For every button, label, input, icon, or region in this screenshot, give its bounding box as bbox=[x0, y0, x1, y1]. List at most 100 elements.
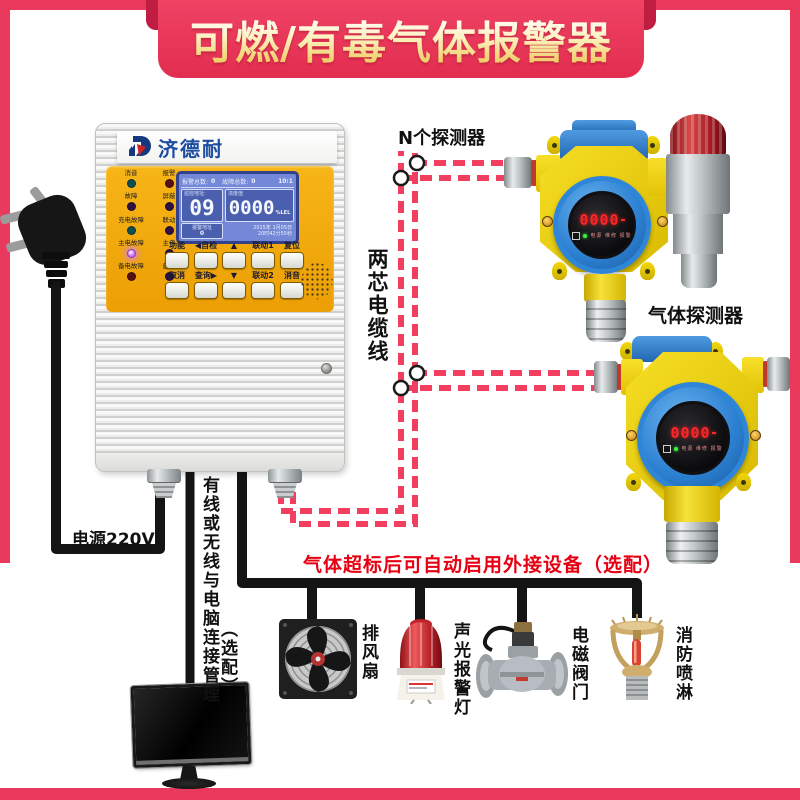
bezel-screw bbox=[626, 430, 637, 441]
reading-dash bbox=[620, 218, 625, 221]
bezel-screw bbox=[657, 216, 668, 227]
button-up: ▲ bbox=[214, 241, 254, 269]
led-fault: 故障 bbox=[112, 192, 150, 211]
label-n-detectors: N个探测器 bbox=[398, 128, 486, 149]
concentration-box: 浓度值 0000 %LEL bbox=[225, 189, 294, 222]
button-reset: 复位 bbox=[272, 241, 312, 269]
patrol-address-value: 09 bbox=[189, 196, 215, 220]
bezel-screw bbox=[750, 430, 761, 441]
key bbox=[222, 282, 246, 299]
sound-light-alarm bbox=[392, 614, 450, 708]
led-dot bbox=[164, 179, 174, 188]
pc-monitor bbox=[129, 680, 253, 790]
button-function: 功能 bbox=[157, 241, 197, 269]
label-solenoid-valve: 电磁阀门 bbox=[568, 626, 588, 702]
power-led bbox=[674, 446, 679, 451]
led-dot bbox=[126, 202, 136, 211]
brand-bar: 济德耐 bbox=[117, 131, 337, 163]
led-linkage: 联动 bbox=[150, 216, 188, 235]
fire-sprinkler bbox=[604, 612, 670, 712]
detector-reading: 0000 bbox=[579, 210, 620, 229]
led-dot-lit bbox=[126, 249, 136, 258]
led-dot bbox=[164, 202, 174, 211]
display-window: 0000 电源 维修 报警 bbox=[656, 401, 730, 475]
label-auto-enable-caption: 气体超标后可自动启用外接设备（选配） bbox=[303, 554, 664, 576]
controller-faceplate: 消音 报警 故障 屏蔽 充电故障 联动 主电故障 主电 bbox=[106, 166, 334, 312]
gland-nut bbox=[767, 357, 790, 391]
brand-logo-icon bbox=[129, 136, 151, 156]
monitor-base bbox=[162, 778, 216, 789]
label-gas-detector: 气体探测器 bbox=[648, 305, 744, 327]
mount-ear bbox=[620, 342, 635, 360]
gas-detector-1: 0000 电源 维修 报警 bbox=[498, 106, 738, 346]
label-two-core-cable: 两芯电缆线 bbox=[365, 248, 389, 363]
key bbox=[165, 282, 189, 299]
title-banner: 可燃/有毒气体报警器 bbox=[158, 0, 644, 78]
alarm-total-value: 0 bbox=[211, 178, 216, 185]
alarm-controller: 济德耐 消音 报警 故障 屏蔽 充电故障 联动 bbox=[95, 123, 345, 498]
key bbox=[194, 252, 218, 269]
fire-sprinkler-icon bbox=[610, 614, 664, 700]
detector-reading: 0000 bbox=[670, 423, 711, 442]
power-plug-icon bbox=[0, 186, 87, 288]
gland-nut bbox=[504, 157, 532, 188]
o-ring bbox=[617, 364, 622, 390]
patrol-address-box: 巡检地址: 09 bbox=[181, 189, 223, 222]
led-shield: 屏蔽 bbox=[150, 192, 188, 211]
alarm-address-value: 0 bbox=[199, 230, 205, 237]
led-mains-fault: 主电故障 bbox=[112, 239, 150, 258]
exhaust-fan-icon bbox=[279, 619, 357, 699]
led-dot bbox=[126, 226, 136, 235]
key bbox=[222, 252, 246, 269]
banner-ribbon-left bbox=[146, 0, 160, 30]
fault-total-value: 0 bbox=[251, 178, 256, 185]
led-mute: 消音 bbox=[112, 169, 150, 188]
label-alarm-lamp: 声光报警灯 bbox=[450, 622, 470, 717]
led-dot bbox=[164, 226, 174, 235]
strobe-dome bbox=[670, 114, 726, 158]
concentration-unit: %LEL bbox=[275, 210, 291, 216]
button-down: ▼ bbox=[214, 271, 254, 299]
display-window: 0000 电源 维修 报警 bbox=[568, 191, 636, 259]
key bbox=[251, 282, 275, 299]
button-cancel: 取消 bbox=[157, 271, 197, 299]
button-linkage2: 联动2 bbox=[243, 271, 283, 299]
lcd-display: 报警总数: 0 故障总数: 0 10:1 巡检地址: 09 浓度值 bbox=[176, 171, 299, 244]
o-ring bbox=[763, 361, 768, 387]
cable-gland-signal bbox=[268, 469, 302, 499]
mount-ear bbox=[645, 136, 660, 154]
alarm-address-box: 报警地址 0 bbox=[181, 223, 223, 239]
lcd-datetime: 2015年 1月05日 20时42分55秒 bbox=[225, 223, 294, 239]
solenoid-valve bbox=[474, 620, 570, 706]
monitor-stand bbox=[180, 766, 198, 780]
reading-dash bbox=[711, 431, 716, 434]
frame-left bbox=[0, 0, 10, 563]
lcd-ratio: 10:1 bbox=[278, 178, 293, 185]
button-linkage1: 联动1 bbox=[243, 241, 283, 269]
solenoid-valve-icon bbox=[476, 622, 568, 698]
frame-bottom bbox=[0, 788, 800, 800]
strobe-base bbox=[681, 254, 717, 288]
test-button-icon bbox=[572, 231, 581, 240]
sensor-head bbox=[666, 522, 718, 564]
label-pc-link-optional: （选配） bbox=[217, 620, 237, 696]
label-power-220v: 电源220V bbox=[72, 530, 155, 550]
o-ring bbox=[531, 160, 537, 186]
alarm-beacon-icon bbox=[397, 619, 445, 705]
strobe-body bbox=[666, 154, 730, 214]
button-selftest: ◀自检 bbox=[186, 241, 226, 269]
sensor-neck bbox=[664, 486, 720, 522]
led-alarm: 报警 bbox=[150, 169, 188, 188]
led-backup-fault: 备电故障 bbox=[112, 262, 150, 281]
mount-ear bbox=[640, 262, 655, 280]
led-dot bbox=[126, 179, 136, 188]
sensor-head bbox=[586, 300, 626, 342]
key bbox=[280, 282, 304, 299]
page-title: 可燃/有毒气体报警器 bbox=[190, 7, 612, 71]
label-exhaust-fan: 排风扇 bbox=[358, 624, 378, 681]
exhaust-fan bbox=[278, 618, 358, 704]
cable-gland-power bbox=[147, 469, 181, 499]
strobe-lower bbox=[673, 214, 723, 254]
led-charge-fault: 充电故障 bbox=[112, 216, 150, 235]
